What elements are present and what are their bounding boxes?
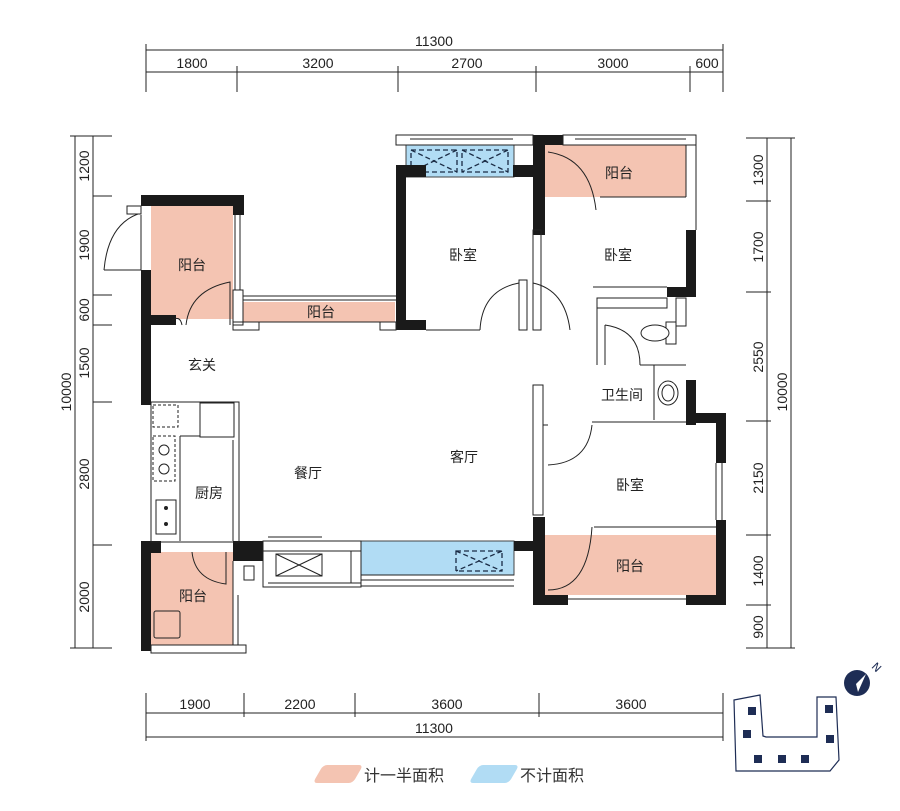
room-bathroom: 卫生间	[601, 388, 643, 404]
left-dim-1: 1200	[76, 150, 92, 181]
right-total-dim: 10000	[774, 372, 790, 411]
legend-half-area: 计一半面积	[312, 762, 445, 786]
bottom-dimensions	[145, 693, 724, 741]
top-dim-3: 2700	[451, 55, 482, 71]
legend-no-area: 不计面积	[468, 762, 585, 786]
ac-unit-markers	[410, 149, 509, 572]
room-bedroom-north-1: 卧室	[449, 247, 477, 264]
left-dim-2: 1900	[76, 229, 92, 260]
room-kitchen: 厨房	[195, 486, 223, 502]
top-dim-4: 3000	[597, 55, 628, 71]
room-bedroom-north-2: 卧室	[604, 247, 632, 264]
no-area-fills	[360, 144, 515, 576]
right-dim-3: 2550	[750, 341, 766, 372]
right-dim-1: 1300	[750, 154, 766, 185]
room-balcony-sw: 阳台	[179, 589, 207, 605]
left-dim-5: 2800	[76, 458, 92, 489]
right-dim-2: 1700	[750, 231, 766, 262]
sink	[657, 380, 679, 406]
room-dining: 餐厅	[294, 466, 322, 482]
right-dim-4: 2150	[750, 462, 766, 493]
bottom-dim-1: 1900	[179, 696, 210, 712]
walls	[141, 135, 726, 651]
room-balcony-nw: 阳台	[178, 258, 206, 274]
room-living: 客厅	[450, 449, 478, 466]
bottom-dim-2: 2200	[284, 696, 315, 712]
half-area-swatch	[312, 765, 364, 783]
thin-walls	[104, 134, 723, 654]
legend: 计一半面积 不计面积	[312, 762, 604, 786]
left-dimensions	[70, 135, 112, 649]
left-dim-4: 1500	[76, 347, 92, 378]
top-dim-2: 3200	[302, 55, 333, 71]
room-balcony-ne: 阳台	[605, 166, 633, 182]
half-area-fills	[151, 145, 716, 645]
bottom-dim-3: 3600	[431, 696, 462, 712]
door-swings	[103, 151, 641, 591]
room-bedroom-south: 卧室	[616, 477, 644, 494]
legend-no-area-label: 不计面积	[520, 766, 585, 785]
toilet	[640, 321, 677, 345]
legend-half-area-label: 计一半面积	[364, 766, 445, 785]
north-label: N	[869, 660, 884, 675]
right-dimensions	[746, 137, 795, 649]
kitchen-fixtures	[152, 404, 179, 535]
room-balcony-se: 阳台	[616, 559, 644, 575]
left-dim-3: 600	[76, 298, 92, 322]
left-total-dim: 10000	[58, 372, 74, 411]
top-dim-5: 600	[695, 55, 719, 71]
no-area-swatch	[468, 765, 520, 783]
top-total-dim: 11300	[415, 33, 453, 49]
bottom-total-dim: 11300	[415, 720, 453, 736]
room-entrance: 玄关	[188, 357, 216, 374]
top-dimensions	[145, 44, 724, 92]
bottom-dim-4: 3600	[615, 696, 646, 712]
left-dim-6: 2000	[76, 581, 92, 612]
right-dim-6: 900	[750, 615, 766, 639]
right-dim-5: 1400	[750, 555, 766, 586]
compass-icon: N	[844, 660, 884, 696]
top-dim-1: 1800	[176, 55, 207, 71]
site-keyplan-icon	[733, 694, 840, 772]
room-balcony-corridor: 阳台	[307, 305, 335, 321]
